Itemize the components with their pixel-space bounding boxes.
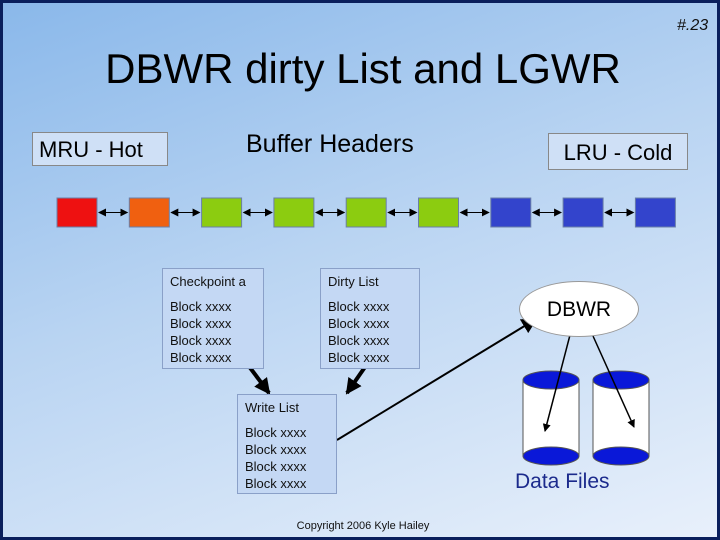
data-files-label: Data Files — [515, 470, 610, 493]
lru-cold-label: LRU - Cold — [548, 133, 688, 170]
write-list-box: Write List Block xxxx Block xxxx Block x… — [237, 394, 337, 494]
write-list-header: Write List — [245, 400, 299, 415]
list-item: Block xxxx — [245, 459, 307, 474]
copyright-text: Copyright 2006 Kyle Hailey — [296, 520, 430, 532]
cylinder-top — [592, 370, 650, 390]
buffer-header-2 — [128, 197, 170, 228]
checkpoint-list-header: Checkpoint a — [170, 274, 246, 289]
cylinder-bottom — [522, 446, 580, 466]
arrow-write-to-dbwr — [336, 317, 538, 441]
buffer-header-4 — [273, 197, 315, 228]
arrow-dbwr-to-file-1 — [542, 334, 571, 432]
list-item: Block xxxx — [245, 442, 307, 457]
arrow-checkpoint-to-write — [246, 363, 271, 395]
checkpoint-list-box: Checkpoint a Block xxxx Block xxxx Block… — [162, 268, 264, 369]
buffer-header-6 — [418, 197, 459, 228]
dbwr-bubble: DBWR — [519, 281, 639, 337]
arrow-dirty-to-write — [345, 365, 367, 395]
data-file-cylinder-2 — [592, 370, 650, 466]
buffer-header-chain — [56, 197, 676, 228]
data-file-cylinder-1 — [522, 370, 580, 466]
cylinder-bottom — [592, 446, 650, 466]
buffer-headers-label: Buffer Headers — [246, 130, 414, 158]
buffer-header-7 — [490, 197, 532, 228]
slide-number: #.23 — [677, 17, 709, 34]
list-item: Block xxxx — [328, 333, 390, 348]
list-item: Block xxxx — [328, 350, 390, 365]
list-item: Block xxxx — [328, 299, 390, 314]
dirty-list-header: Dirty List — [328, 274, 379, 289]
buffer-header-1 — [56, 197, 98, 228]
buffer-header-3 — [201, 197, 243, 228]
arrow-dbwr-to-file-2 — [592, 335, 635, 428]
cylinder-top — [522, 370, 580, 390]
list-item: Block xxxx — [170, 350, 232, 365]
buffer-header-5 — [345, 197, 387, 228]
list-item: Block xxxx — [170, 299, 232, 314]
list-item: Block xxxx — [245, 425, 307, 440]
buffer-header-8 — [562, 197, 604, 228]
slide-title: DBWR dirty List and LGWR — [105, 45, 621, 92]
list-item: Block xxxx — [328, 316, 390, 331]
dirty-list-box: Dirty List Block xxxx Block xxxx Block x… — [320, 268, 420, 369]
list-item: Block xxxx — [245, 476, 307, 491]
list-item: Block xxxx — [170, 316, 232, 331]
diagram-canvas — [56, 197, 676, 466]
mru-hot-label: MRU - Hot — [32, 132, 168, 166]
buffer-header-9 — [634, 197, 676, 228]
list-item: Block xxxx — [170, 333, 232, 348]
